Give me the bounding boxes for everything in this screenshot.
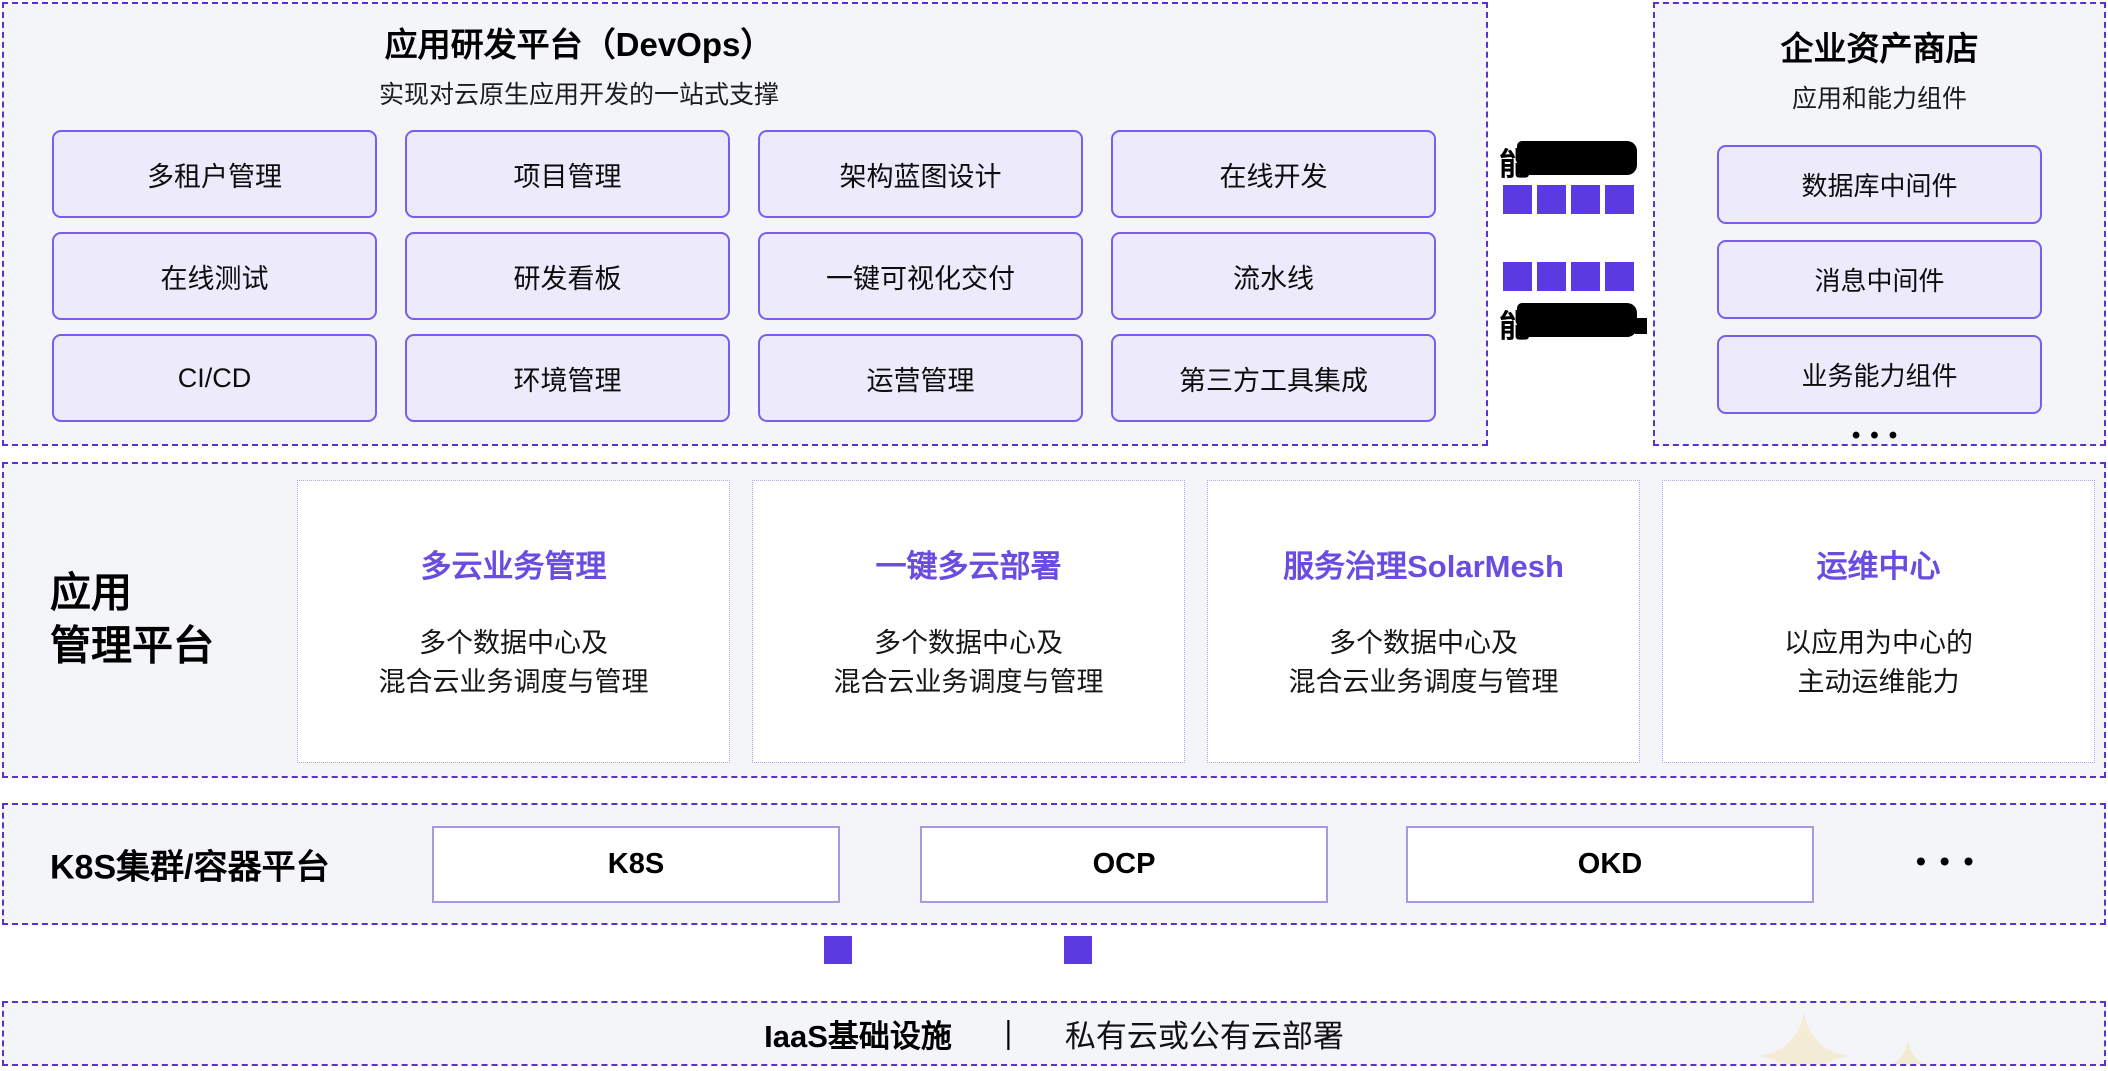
card-desc-line: 多个数据中心及	[874, 627, 1063, 658]
arrow-square	[1571, 185, 1600, 214]
platform-card: 一键多云部署 多个数据中心及 混合云业务调度与管理	[752, 480, 1185, 763]
redaction-bar	[1517, 141, 1637, 175]
ellipsis-dots: •••	[1851, 422, 1908, 449]
app-management-band: 应用 管理平台 多云业务管理 多个数据中心及 混合云业务调度与管理 一键多云部署…	[2, 462, 2106, 778]
card-desc-line: 多个数据中心及	[419, 627, 608, 658]
module-chip: 研发看板	[405, 232, 730, 320]
asset-store-item: 消息中间件	[1717, 240, 2042, 319]
arrow-squares-row	[1503, 185, 1643, 214]
asset-store-item: 业务能力组件	[1717, 335, 2042, 414]
card-description: 多个数据中心及 混合云业务调度与管理	[379, 624, 649, 702]
platform-card: 多云业务管理 多个数据中心及 混合云业务调度与管理	[297, 480, 730, 763]
redaction-bar-stub	[1635, 318, 1647, 334]
arrow-square	[1605, 262, 1634, 291]
card-description: 以应用为中心的 主动运维能力	[1784, 624, 1973, 702]
k8s-platform-item: OCP	[920, 826, 1328, 903]
card-title: 运维中心	[1816, 548, 1941, 584]
redaction-bar	[1517, 303, 1637, 337]
arrow-square	[1537, 185, 1566, 214]
k8s-platform-item: K8S	[432, 826, 840, 903]
module-chip: 在线开发	[1111, 130, 1436, 218]
asset-store-title: 企业资产商店	[1780, 30, 1979, 67]
module-chip: 一键可视化交付	[758, 232, 1083, 320]
connector-square	[1064, 936, 1092, 964]
card-desc-line: 主动运维能力	[1797, 667, 1960, 697]
devops-title: 应用研发平台（DevOps）	[384, 26, 774, 63]
module-chip: 第三方工具集成	[1111, 334, 1436, 422]
card-description: 多个数据中心及 混合云业务调度与管理	[834, 624, 1104, 702]
card-desc-line: 混合云业务调度与管理	[378, 667, 649, 697]
module-chip: 在线测试	[52, 232, 377, 320]
asset-store-box: 企业资产商店 应用和能力组件 数据库中间件 消息中间件 业务能力组件 •••	[1653, 2, 2106, 449]
arrow-square	[1571, 262, 1600, 291]
asset-store-items: 数据库中间件 消息中间件 业务能力组件	[1717, 145, 2042, 414]
module-chip: 项目管理	[405, 130, 730, 218]
connector-square	[824, 936, 852, 964]
app-management-label: 应用 管理平台	[50, 567, 214, 674]
module-chip: 环境管理	[405, 334, 730, 422]
devops-header: 应用研发平台（DevOps） 实现对云原生应用开发的一站式支撑	[4, 18, 1154, 111]
module-chip: 多租户管理	[52, 130, 377, 218]
asset-store-subtitle: 应用和能力组件	[1791, 85, 1967, 113]
card-description: 多个数据中心及 混合云业务调度与管理	[1289, 624, 1559, 702]
k8s-band: K8S集群/容器平台 K8S OCP OKD •••	[2, 803, 2106, 925]
devops-subtitle: 实现对云原生应用开发的一站式支撑	[378, 81, 779, 109]
card-desc-line: 混合云业务调度与管理	[833, 667, 1104, 697]
iaas-separator: ｜	[993, 1020, 1023, 1053]
redacted-label-bottom: 能	[1499, 303, 1647, 344]
platform-card: 运维中心 以应用为中心的 主动运维能力	[1662, 480, 2095, 763]
sparkle-decoration	[1759, 1011, 1924, 1064]
arrow-square	[1503, 262, 1532, 291]
app-management-label-line1: 应用	[50, 569, 132, 616]
arrow-squares-row	[1503, 262, 1643, 291]
asset-store-item: 数据库中间件	[1717, 145, 2042, 224]
module-chip: 流水线	[1111, 232, 1436, 320]
arrow-square	[1503, 185, 1532, 214]
module-chip: 架构蓝图设计	[758, 130, 1083, 218]
card-title: 多云业务管理	[420, 548, 607, 584]
k8s-platform-item: OKD	[1406, 826, 1814, 903]
capability-exchange-column: 能 能	[1499, 141, 1647, 344]
iaas-band: IaaS基础设施 ｜ 私有云或公有云部署	[2, 1001, 2106, 1066]
card-title: 一键多云部署	[875, 548, 1062, 584]
module-chip: 运营管理	[758, 334, 1083, 422]
card-title: 服务治理SolarMesh	[1283, 548, 1564, 584]
platform-cards: 多云业务管理 多个数据中心及 混合云业务调度与管理 一键多云部署 多个数据中心及…	[297, 480, 2095, 763]
devops-module-grid: 多租户管理 项目管理 架构蓝图设计 在线开发 在线测试 研发看板 一键可视化交付…	[52, 130, 1436, 422]
redacted-label-top: 能	[1499, 141, 1637, 182]
k8s-band-label: K8S集群/容器平台	[50, 848, 330, 887]
platform-card: 服务治理SolarMesh 多个数据中心及 混合云业务调度与管理	[1207, 480, 1640, 763]
arrow-square	[1605, 185, 1634, 214]
arrow-square	[1537, 262, 1566, 291]
app-management-label-line2: 管理平台	[50, 623, 214, 669]
iaas-content: IaaS基础设施 ｜ 私有云或公有云部署	[4, 1003, 2104, 1064]
module-chip: CI/CD	[52, 334, 377, 422]
card-desc-line: 混合云业务调度与管理	[1288, 667, 1559, 697]
iaas-title: IaaS基础设施	[764, 1019, 952, 1054]
iaas-subtitle: 私有云或公有云部署	[1064, 1019, 1344, 1054]
card-desc-line: 以应用为中心的	[1784, 627, 1973, 658]
ellipsis-dots: •••	[1916, 845, 1988, 877]
card-desc-line: 多个数据中心及	[1329, 627, 1518, 658]
devops-platform-box: 应用研发平台（DevOps） 实现对云原生应用开发的一站式支撑 多租户管理 项目…	[2, 2, 1488, 446]
